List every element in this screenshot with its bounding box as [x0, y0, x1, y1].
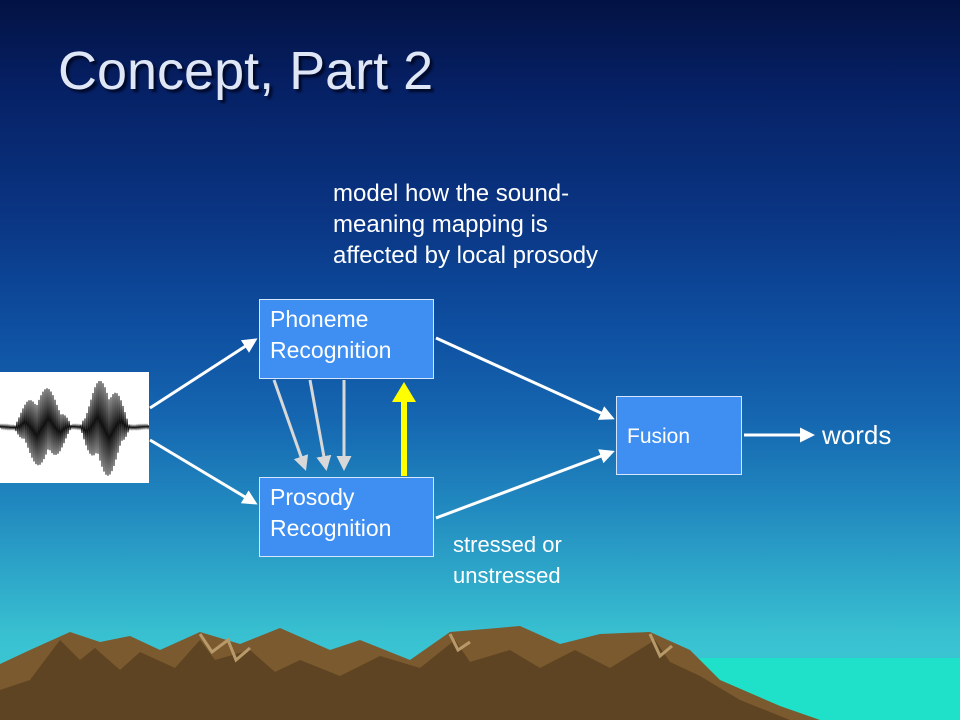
box-label-line: Phoneme [270, 306, 369, 332]
output-words-label: words [822, 420, 892, 450]
waveform-graphic [0, 380, 150, 476]
prosody-recognition-box: Prosody Recognition [259, 477, 434, 557]
feedback-arrow-head [392, 382, 416, 402]
input-to-phoneme-arrow [149, 338, 258, 410]
note-line: model how the sound- [333, 180, 570, 207]
mountain-ridges [198, 633, 673, 663]
slide-title: Concept, Part 2 [58, 41, 434, 101]
speech-waveform-icon [0, 372, 150, 483]
box-label-line: Recognition [270, 515, 392, 541]
prosody-output-label: stressed or unstressed [453, 529, 562, 591]
prosody-output-line: stressed or [453, 532, 562, 557]
phoneme-to-prosody-arrow-2 [308, 379, 332, 471]
fusion-box: Fusion [616, 396, 742, 475]
mountain-shadow [0, 640, 790, 720]
prosody-to-fusion-arrow [435, 449, 615, 520]
note-line: meaning mapping is [333, 211, 548, 238]
annotation-note: model how the sound- meaning mapping is … [333, 178, 693, 271]
phoneme-to-prosody-arrow-1 [272, 379, 309, 471]
box-label-line: Recognition [270, 337, 392, 363]
phoneme-recognition-box: Phoneme Recognition [259, 299, 434, 379]
note-line: affected by local prosody [333, 242, 599, 269]
prosody-output-line: unstressed [453, 563, 561, 588]
phoneme-to-fusion-arrow [435, 336, 615, 420]
waveform-trace [0, 380, 150, 476]
box-label-line: Prosody [270, 484, 355, 510]
input-to-prosody-arrow [149, 438, 258, 505]
box-label: Fusion [627, 425, 691, 448]
